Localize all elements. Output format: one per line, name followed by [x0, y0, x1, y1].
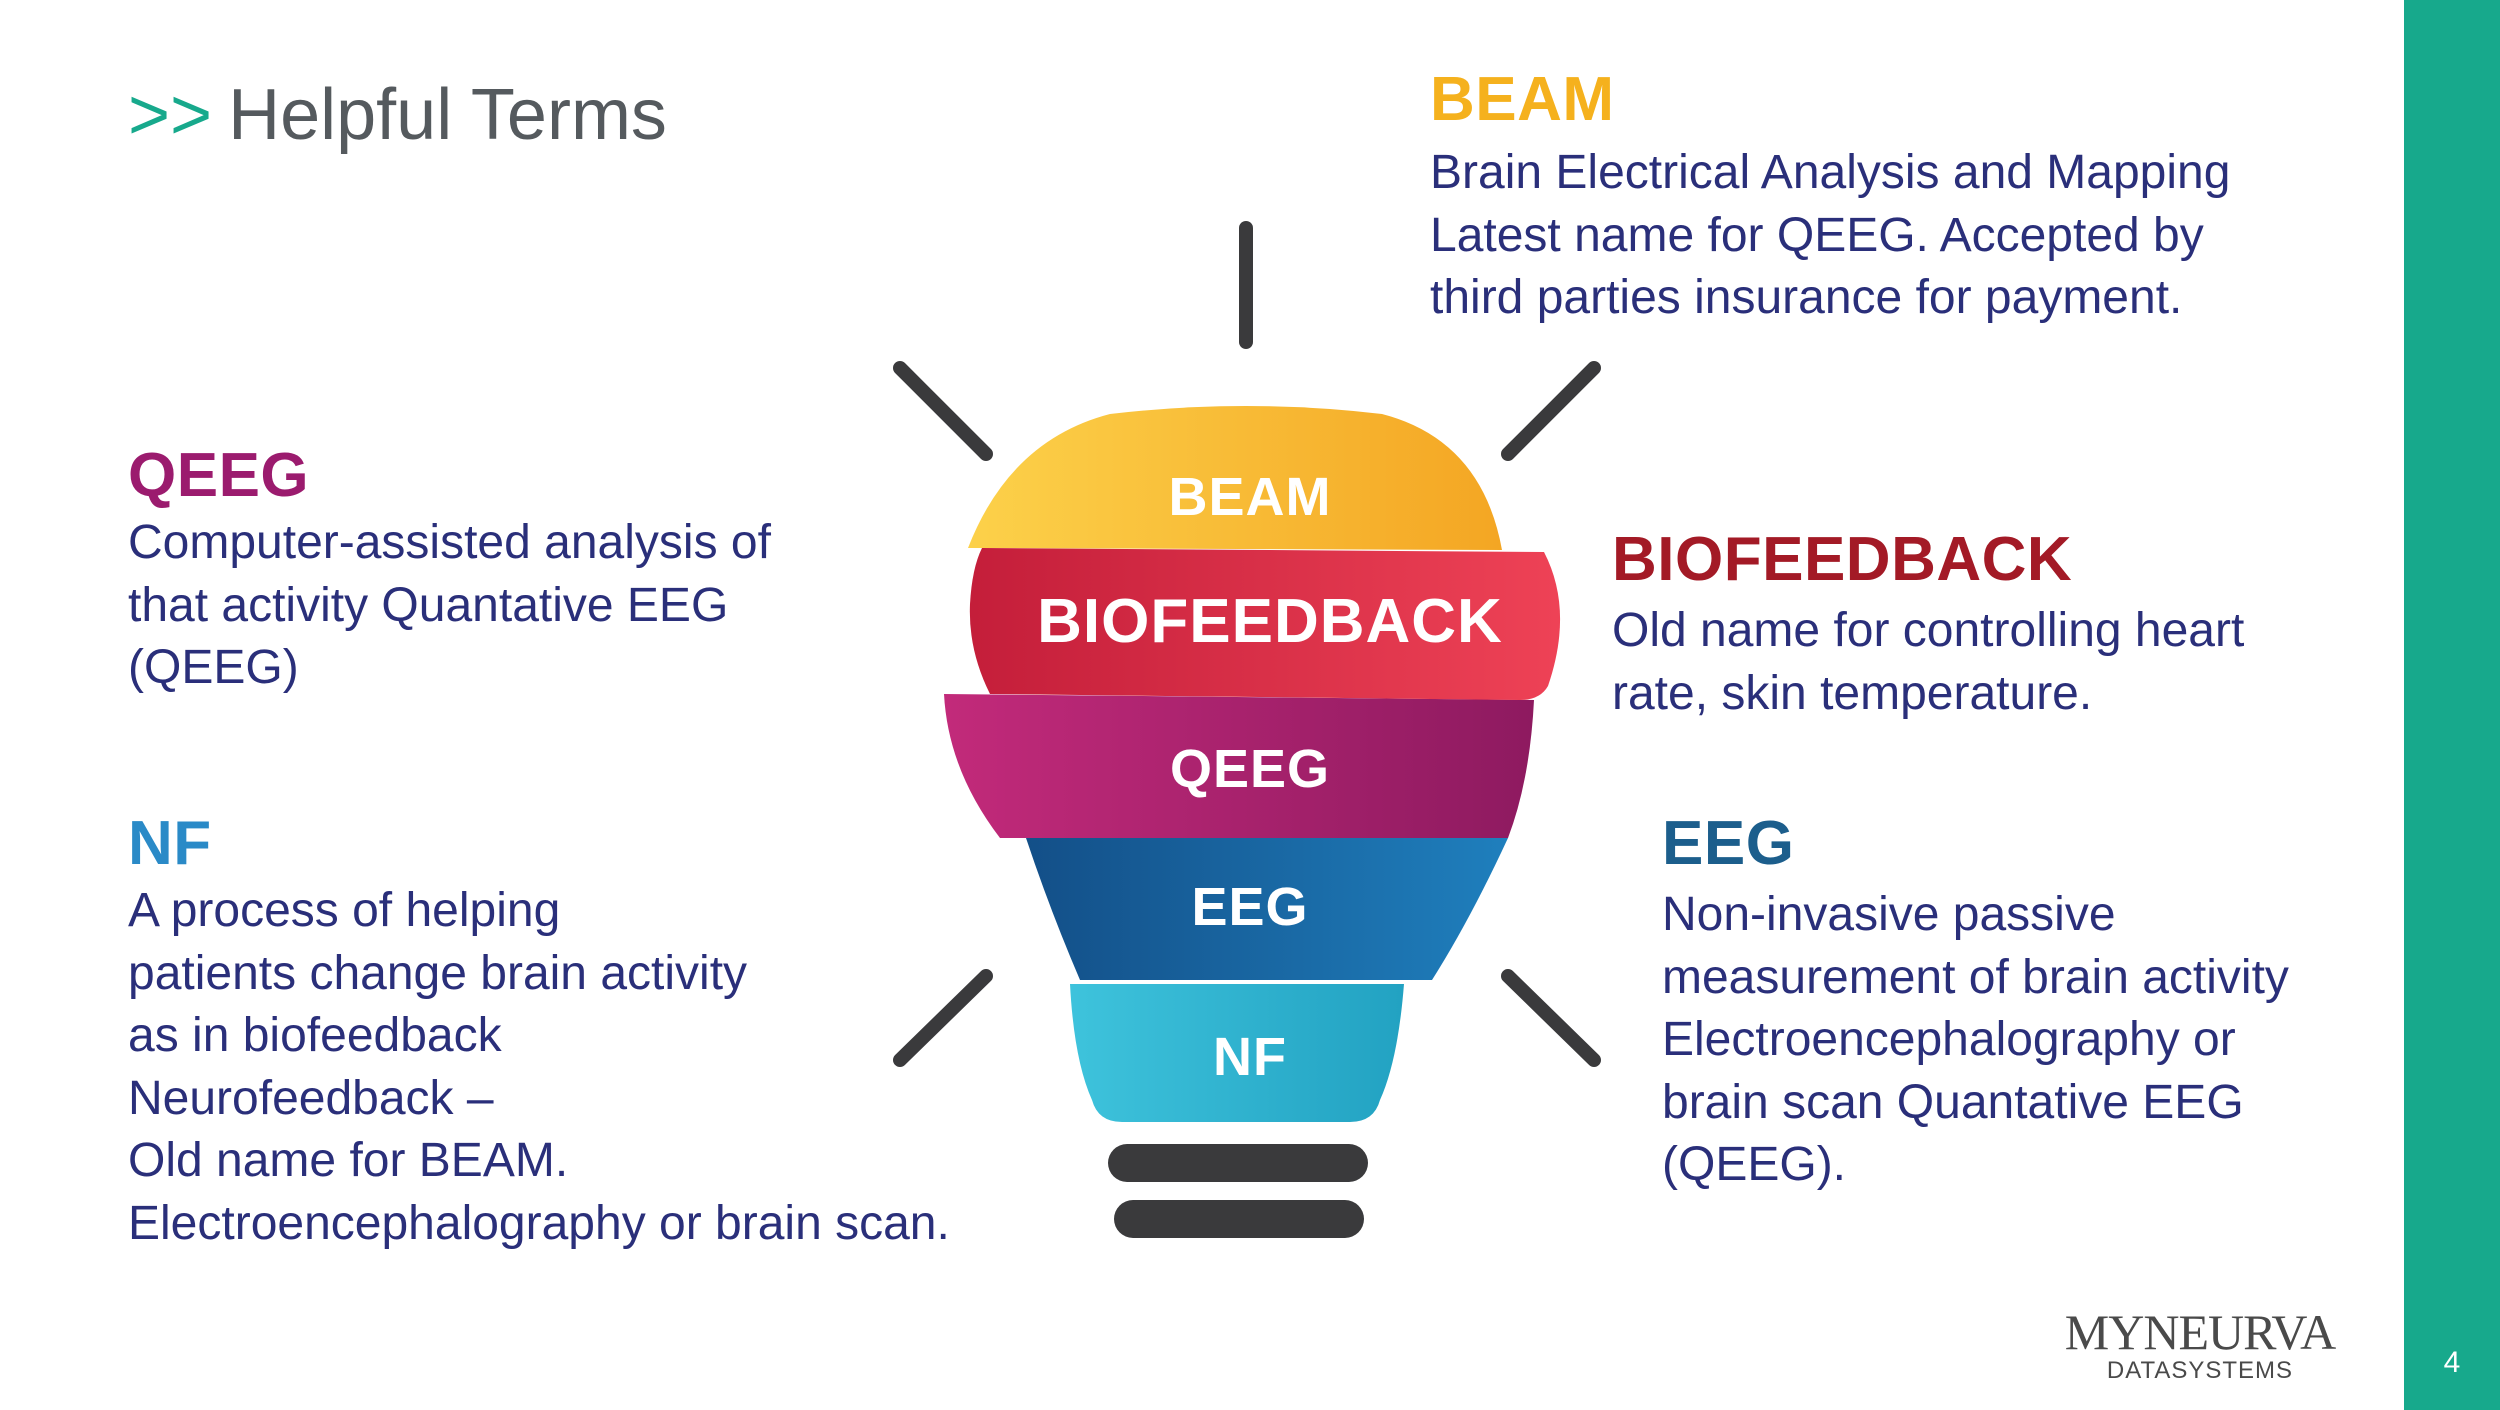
title-arrows-icon: >> [128, 75, 213, 155]
bulb-base-lower [1114, 1200, 1364, 1238]
bulb-segment-beam [968, 406, 1502, 550]
bulb-base-upper [1108, 1144, 1368, 1182]
logo-subtitle: DATASYSTEMS [2106, 1357, 2294, 1384]
term-heading-nf: NF [128, 809, 212, 878]
term-description-biofeedback: Old name for controlling heart rate, ski… [1612, 600, 2244, 725]
term-line: Old name for BEAM. [128, 1134, 569, 1187]
term-line: Computer-assisted analysis of [128, 516, 771, 569]
term-line: (QEEG) [128, 641, 299, 694]
term-description-beam: Brain Electrical Analysis and Mapping La… [1430, 142, 2230, 330]
term-line: patients change brain activity [128, 946, 748, 1000]
term-heading-qeeg: QEEG [128, 441, 310, 510]
term-line: brain scan Quantative EEG [1662, 1075, 2244, 1129]
bulb-segment-eeg [1026, 838, 1508, 980]
bulb-label-beam: BEAM [1168, 467, 1332, 527]
term-description-nf: A process of helping patients change bra… [128, 880, 950, 1255]
term-line: Electroencephalography or [1662, 1013, 2236, 1066]
accent-side-bar [2404, 0, 2500, 1410]
page-number: 4 [2443, 1346, 2461, 1379]
logo-wordmark: MYNEURVA [2064, 1304, 2336, 1360]
term-line: Old name for controlling heart [1612, 604, 2245, 657]
term-line: Electroencephalography or brain scan. [128, 1196, 950, 1250]
term-line: Brain Electrical Analysis and Mapping [1430, 146, 2231, 199]
term-description-qeeg: Computer-assisted analysis of that activ… [128, 512, 771, 700]
term-heading-beam: BEAM [1430, 65, 1615, 134]
page-title: >>Helpful Terms [128, 74, 667, 156]
ray-lower-right [1501, 969, 1601, 1067]
bulb-segment-biofeedback [969, 548, 1561, 700]
ray-lower-left [893, 969, 993, 1067]
term-line: A process of helping [128, 884, 561, 937]
term-line: Non-invasive passive [1662, 888, 2116, 941]
term-line: (QEEG). [1662, 1138, 1847, 1191]
term-line: rate, skin temperature. [1612, 666, 2093, 720]
light-rays [893, 221, 1601, 1067]
bulb-label-eeg: EEG [1191, 877, 1309, 937]
ray-upper-left [893, 361, 993, 461]
term-line: Neurofeedback – [128, 1071, 494, 1125]
term-line: that activity Quantative EEG [128, 578, 729, 632]
title-text: Helpful Terms [228, 75, 667, 155]
bulb-label-qeeg: QEEG [1169, 739, 1331, 799]
company-logo: MYNEURVA DATASYSTEMS [2040, 1306, 2360, 1384]
bulb-label-biofeedback: BIOFEEDBACK [1037, 587, 1503, 656]
term-line: third parties insurance for payment. [1430, 271, 2183, 324]
term-line: measurement of brain activity [1662, 950, 2289, 1004]
bulb-segment-nf [1070, 984, 1404, 1122]
bulb-label-nf: NF [1213, 1027, 1287, 1087]
term-heading-biofeedback: BIOFEEDBACK [1612, 525, 2073, 594]
term-line: as in biofeedback [128, 1009, 502, 1062]
term-line: Latest name for QEEG. Accepted by [1430, 208, 2204, 262]
term-description-eeg: Non-invasive passive measurement of brai… [1662, 884, 2289, 1197]
bulb-segment-qeeg [944, 694, 1534, 838]
term-heading-eeg: EEG [1662, 809, 1795, 878]
ray-upper-right [1501, 361, 1601, 461]
